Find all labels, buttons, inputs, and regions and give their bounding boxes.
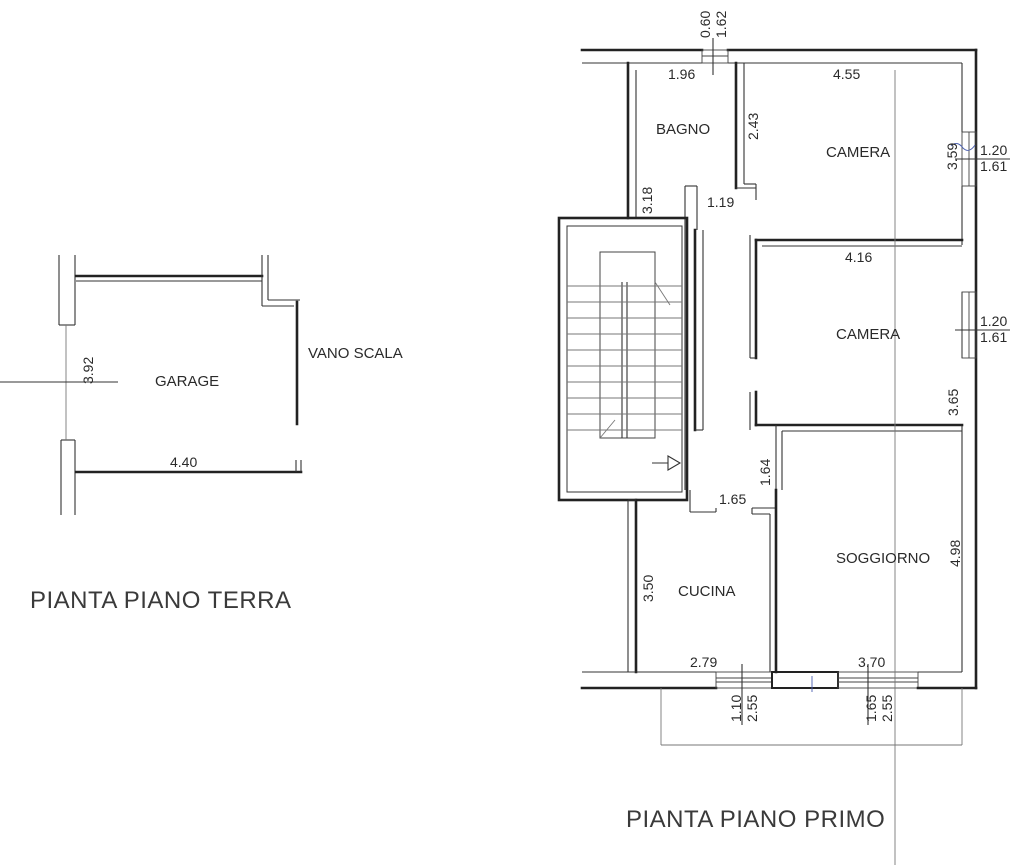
- dim-cucina-depth: 3.50: [640, 575, 656, 602]
- dim-camera-mid-width: 4.16: [845, 249, 872, 265]
- ground-floor-plan: GARAGE VANO SCALA 4.40 3.92 PIANTA PIANO…: [0, 255, 403, 614]
- dim-win-sogg-a: 1.65: [863, 695, 879, 722]
- dim-hall-depth: 1.64: [757, 459, 773, 486]
- soggiorno-label: SOGGIORNO: [836, 550, 930, 567]
- garage-depth-dim: 3.92: [80, 357, 96, 384]
- dim-win-cam-top-b: 1.61: [980, 158, 1007, 174]
- dim-bagno-door: 1.19: [707, 194, 734, 210]
- dim-win-cucina-a: 1.10: [728, 695, 744, 722]
- dim-win-cam-mid-b: 1.61: [980, 329, 1007, 345]
- dim-hall-width: 1.65: [719, 491, 746, 507]
- entrance-arrow-icon: [652, 455, 682, 471]
- dim-win-cucina-b: 2.55: [744, 695, 760, 722]
- cucina-window: [715, 671, 773, 689]
- first-floor-title: PIANTA PIANO PRIMO: [626, 806, 885, 833]
- dim-bagno-depth-right: 2.43: [745, 113, 761, 140]
- dim-win-cam-top-a: 1.20: [980, 142, 1007, 158]
- first-floor-plan: BAGNO CAMERA CAMERA CUCINA SOGGIORNO 1.9…: [557, 11, 1010, 865]
- dim-cucina-width: 2.79: [690, 654, 717, 670]
- dim-camera-top-depth: 3.59: [944, 143, 960, 170]
- garage-width-dim: 4.40: [170, 454, 197, 470]
- stair-treads: [567, 285, 682, 431]
- dim-win-sogg-b: 2.55: [879, 695, 895, 722]
- garage-label: GARAGE: [155, 373, 219, 390]
- dim-soggiorno-width: 3.70: [858, 654, 885, 670]
- soggiorno-window: [837, 671, 919, 689]
- stairwell: [557, 216, 689, 502]
- bagno-window: [701, 49, 729, 64]
- dim-win-cam-mid-a: 1.20: [980, 313, 1007, 329]
- dim-bagno-depth-left: 3.18: [639, 187, 655, 214]
- camera-mid-label: CAMERA: [836, 326, 900, 343]
- dim-bagno-width: 1.96: [668, 66, 695, 82]
- dim-soggiorno-depth: 4.98: [947, 540, 963, 567]
- dim-win-bagno-a: 0.60: [697, 11, 713, 38]
- camera-top-label: CAMERA: [826, 144, 890, 161]
- ground-floor-title: PIANTA PIANO TERRA: [30, 587, 292, 614]
- cucina-label: CUCINA: [678, 583, 736, 600]
- dim-camera-mid-depth: 3.65: [945, 389, 961, 416]
- vano-scala-label: VANO SCALA: [308, 345, 403, 362]
- bagno-label: BAGNO: [656, 121, 710, 138]
- dim-camera-top-width: 4.55: [833, 66, 860, 82]
- dim-win-bagno-b: 1.62: [713, 11, 729, 38]
